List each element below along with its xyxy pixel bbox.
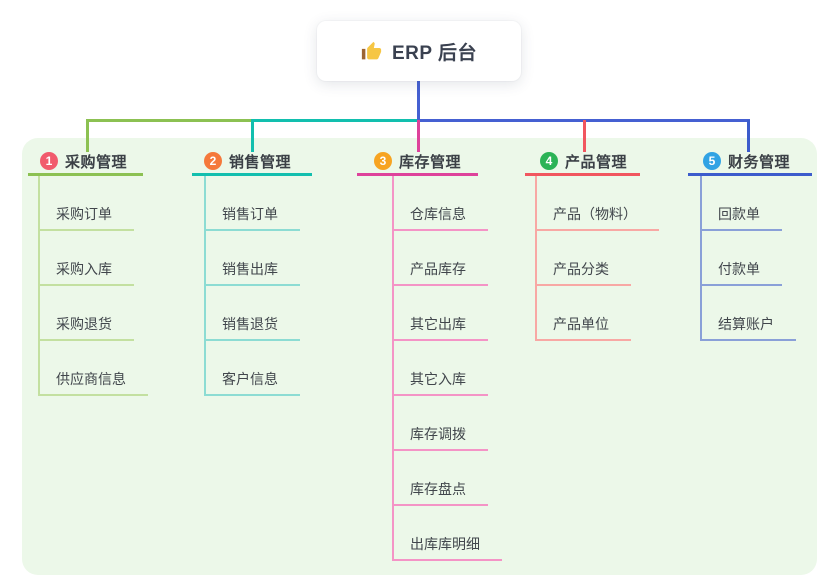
mindmap-leaf-node[interactable]: 供应商信息 bbox=[38, 365, 148, 396]
branches-panel-background bbox=[22, 138, 817, 575]
subtree-vertical-line bbox=[204, 176, 206, 396]
mindmap-leaf-node[interactable]: 产品库存 bbox=[392, 255, 488, 286]
branch-number-badge: 4 bbox=[540, 152, 558, 170]
mindmap-leaf-node[interactable]: 库存盘点 bbox=[392, 475, 488, 506]
mindmap-leaf-node[interactable]: 销售出库 bbox=[204, 255, 300, 286]
mindmap-leaf-node[interactable]: 出库库明细 bbox=[392, 530, 502, 561]
branch-title: 采购管理 bbox=[65, 153, 128, 171]
mindmap-leaf-node[interactable]: 采购入库 bbox=[38, 255, 134, 286]
subtree-vertical-line bbox=[700, 176, 702, 341]
branch-node-2[interactable]: 2 销售管理 bbox=[204, 150, 291, 172]
branch-node-5[interactable]: 5 财务管理 bbox=[703, 150, 790, 172]
thumbs-up-icon bbox=[361, 41, 382, 59]
mindmap-leaf-node[interactable]: 产品单位 bbox=[535, 310, 631, 341]
mindmap-leaf-node[interactable]: 客户信息 bbox=[204, 365, 300, 396]
branch-number-badge: 1 bbox=[40, 152, 58, 170]
branch-title: 库存管理 bbox=[399, 153, 462, 171]
root-node[interactable]: ERP 后台 bbox=[317, 21, 521, 81]
branch-drop-line bbox=[747, 120, 750, 152]
branch-node-1[interactable]: 1 采购管理 bbox=[40, 150, 127, 172]
mindmap-leaf-node[interactable]: 库存调拨 bbox=[392, 420, 488, 451]
root-node-label: ERP 后台 bbox=[391, 42, 477, 64]
mindmap-leaf-node[interactable]: 回款单 bbox=[700, 200, 782, 231]
mindmap-leaf-node[interactable]: 仓库信息 bbox=[392, 200, 488, 231]
mindmap-leaf-node[interactable]: 结算账户 bbox=[700, 310, 796, 341]
branch-number-badge: 5 bbox=[703, 152, 721, 170]
mindmap-leaf-node[interactable]: 销售订单 bbox=[204, 200, 300, 231]
branch-underline bbox=[192, 173, 312, 176]
mindmap-leaf-node[interactable]: 产品（物料） bbox=[535, 200, 659, 231]
mindmap-leaf-node[interactable]: 产品分类 bbox=[535, 255, 631, 286]
branch-underline bbox=[688, 173, 812, 176]
branch-underline bbox=[28, 173, 143, 176]
mindmap-leaf-node[interactable]: 采购退货 bbox=[38, 310, 134, 341]
branch-title: 财务管理 bbox=[728, 153, 791, 171]
branch-drop-line bbox=[86, 120, 89, 152]
branch-underline bbox=[357, 173, 478, 176]
branch-node-4[interactable]: 4 产品管理 bbox=[540, 150, 627, 172]
branch-drop-line bbox=[583, 120, 586, 152]
branch-drop-line bbox=[251, 120, 254, 152]
mindmap-leaf-node[interactable]: 其它出库 bbox=[392, 310, 488, 341]
branch-number-badge: 3 bbox=[374, 152, 392, 170]
branch-underline bbox=[525, 173, 640, 176]
branch-drop-line bbox=[417, 120, 420, 152]
horizontal-connector-line bbox=[86, 119, 254, 122]
root-connector-line bbox=[417, 81, 420, 122]
branch-title: 产品管理 bbox=[565, 153, 628, 171]
subtree-vertical-line bbox=[392, 176, 394, 561]
branch-title: 销售管理 bbox=[229, 153, 292, 171]
mindmap-leaf-node[interactable]: 其它入库 bbox=[392, 365, 488, 396]
branch-node-3[interactable]: 3 库存管理 bbox=[374, 150, 461, 172]
branch-number-badge: 2 bbox=[204, 152, 222, 170]
subtree-vertical-line bbox=[38, 176, 40, 396]
mindmap-leaf-node[interactable]: 付款单 bbox=[700, 255, 782, 286]
mindmap-leaf-node[interactable]: 销售退货 bbox=[204, 310, 300, 341]
mindmap-leaf-node[interactable]: 采购订单 bbox=[38, 200, 134, 231]
subtree-vertical-line bbox=[535, 176, 537, 341]
horizontal-connector-line bbox=[251, 119, 419, 122]
